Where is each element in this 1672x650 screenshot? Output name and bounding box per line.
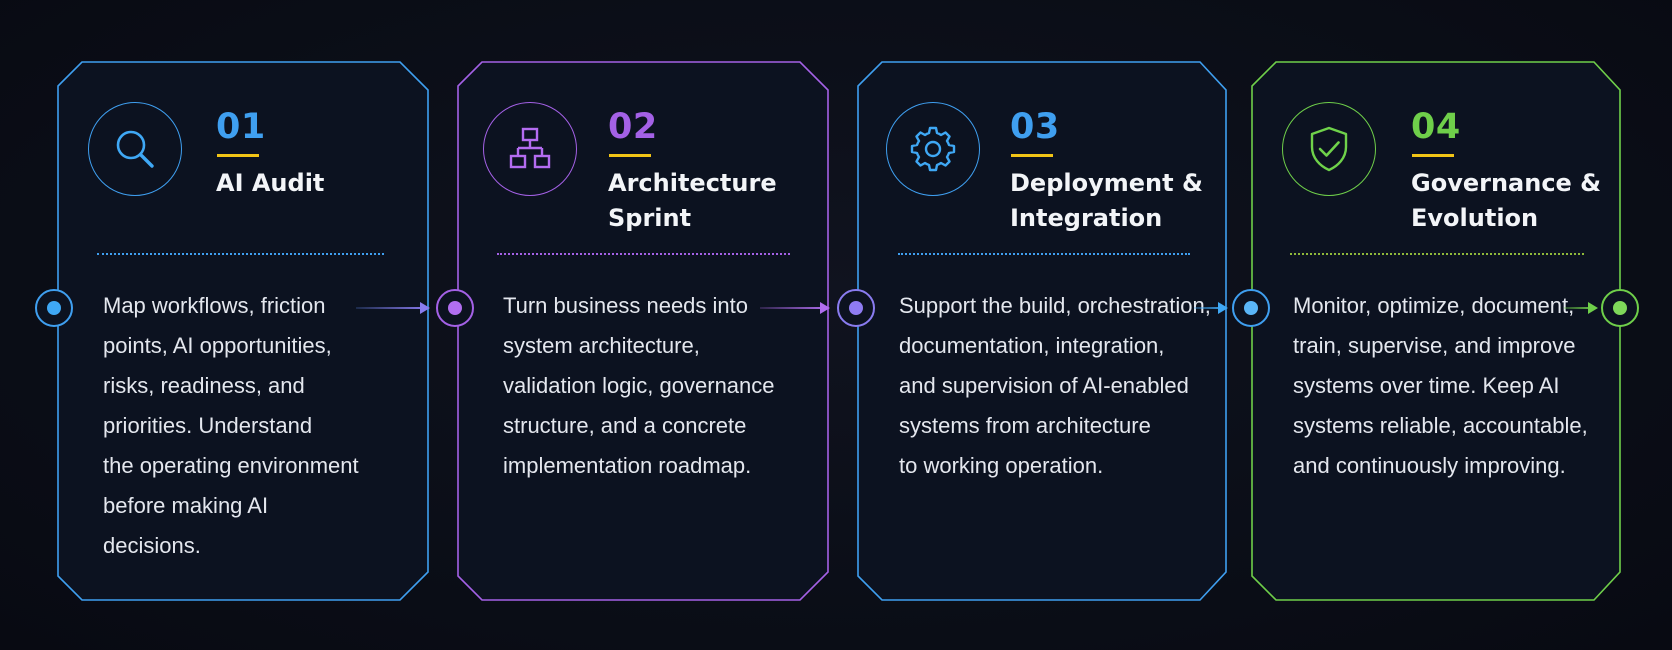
- step-4-icon-circle: [1282, 102, 1376, 196]
- step-2-body-line: validation logic, governance: [503, 373, 775, 398]
- timeline-node-2-dot: [448, 301, 462, 315]
- step-4-description: Monitor, optimize, document, train, supe…: [1293, 286, 1588, 486]
- step-3-icon-circle: [886, 102, 980, 196]
- step-1-body-line: priorities. Understand: [103, 413, 313, 438]
- step-1-icon-circle: [88, 102, 182, 196]
- magnifier-icon: [116, 130, 154, 168]
- timeline-node-1-dot: [47, 301, 61, 315]
- connector-arrow-1: [356, 302, 430, 314]
- step-1-body-line: risks, readiness, and: [103, 373, 305, 398]
- step-3-title-line: Deployment &: [1010, 169, 1203, 197]
- step-3-body-line: systems from architecture: [899, 413, 1151, 438]
- step-2-icon-circle: [483, 102, 577, 196]
- step-3-title: Deployment & Integration: [1010, 166, 1203, 236]
- card-2-frame: [457, 61, 829, 601]
- step-4-title: Governance & Evolution: [1411, 166, 1601, 236]
- card-4-frame: [1251, 61, 1621, 601]
- step-2-description: Turn business needs into system architec…: [503, 286, 775, 486]
- step-3-body-line: to working operation.: [899, 453, 1104, 478]
- step-4-body-line: systems over time. Keep AI: [1293, 373, 1560, 398]
- step-3-number-underline: [1011, 154, 1053, 157]
- step-1-title-line: AI Audit: [216, 169, 325, 197]
- step-1-title: AI Audit: [216, 166, 324, 201]
- timeline-node-2: [436, 289, 474, 327]
- timeline-node-end-dot: [1613, 301, 1627, 315]
- connector-arrow-4: [1564, 302, 1598, 314]
- step-2-body-line: Turn business needs into: [503, 293, 748, 318]
- step-2-divider: [497, 253, 790, 255]
- hierarchy-icon: [509, 127, 551, 169]
- card-1-frame: [57, 61, 429, 601]
- timeline-node-4: [1232, 289, 1270, 327]
- step-2-number: 02: [608, 107, 658, 147]
- step-3-body-line: Support the build, orchestration,: [899, 293, 1211, 318]
- step-4-body-line: train, supervise, and improve: [1293, 333, 1576, 358]
- step-3-title-line: Integration: [1010, 204, 1163, 232]
- step-3-description: Support the build, orchestration, docume…: [899, 286, 1211, 486]
- step-4-body-line: and continuously improving.: [1293, 453, 1566, 478]
- step-1-body-line: points, AI opportunities,: [103, 333, 332, 358]
- step-1-description: Map workflows, friction points, AI oppor…: [103, 286, 359, 566]
- timeline-node-end: [1601, 289, 1639, 327]
- step-2-body-line: implementation roadmap.: [503, 453, 752, 478]
- timeline-node-3-dot: [849, 301, 863, 315]
- step-2-body-line: system architecture,: [503, 333, 700, 358]
- timeline-node-1: [35, 289, 73, 327]
- gear-icon: [910, 126, 956, 172]
- step-1-number-underline: [217, 154, 259, 157]
- step-1-number: 01: [216, 107, 266, 147]
- step-3-body-line: documentation, integration,: [899, 333, 1165, 358]
- connector-arrow-2: [760, 302, 830, 314]
- step-3-body-line: and supervision of AI-enabled: [899, 373, 1189, 398]
- step-3-number: 03: [1010, 107, 1060, 147]
- step-4-title-line: Evolution: [1411, 204, 1539, 232]
- step-1-body-line: the operating environment: [103, 453, 359, 478]
- step-3-divider: [898, 253, 1190, 255]
- step-4-number: 04: [1411, 107, 1461, 147]
- step-2-number-underline: [609, 154, 651, 157]
- step-4-body-line: Monitor, optimize, document,: [1293, 293, 1575, 318]
- step-2-body-line: structure, and a concrete: [503, 413, 747, 438]
- shield-check-icon: [1310, 126, 1348, 172]
- step-1-divider: [97, 253, 384, 255]
- step-4-number-underline: [1412, 154, 1454, 157]
- step-2-title-line: Sprint: [608, 204, 692, 232]
- connector-arrow-3: [1194, 302, 1228, 314]
- step-1-body-line: before making AI: [103, 493, 269, 518]
- step-2-title-line: Architecture: [608, 169, 777, 197]
- step-4-body-line: systems reliable, accountable,: [1293, 413, 1588, 438]
- timeline-node-3: [837, 289, 875, 327]
- step-4-title-line: Governance &: [1411, 169, 1602, 197]
- card-3-frame: [857, 61, 1227, 601]
- timeline-node-4-dot: [1244, 301, 1258, 315]
- step-1-body-line: Map workflows, friction: [103, 293, 326, 318]
- step-2-title: Architecture Sprint: [608, 166, 777, 236]
- step-1-body-line: decisions.: [103, 533, 201, 558]
- step-4-divider: [1290, 253, 1584, 255]
